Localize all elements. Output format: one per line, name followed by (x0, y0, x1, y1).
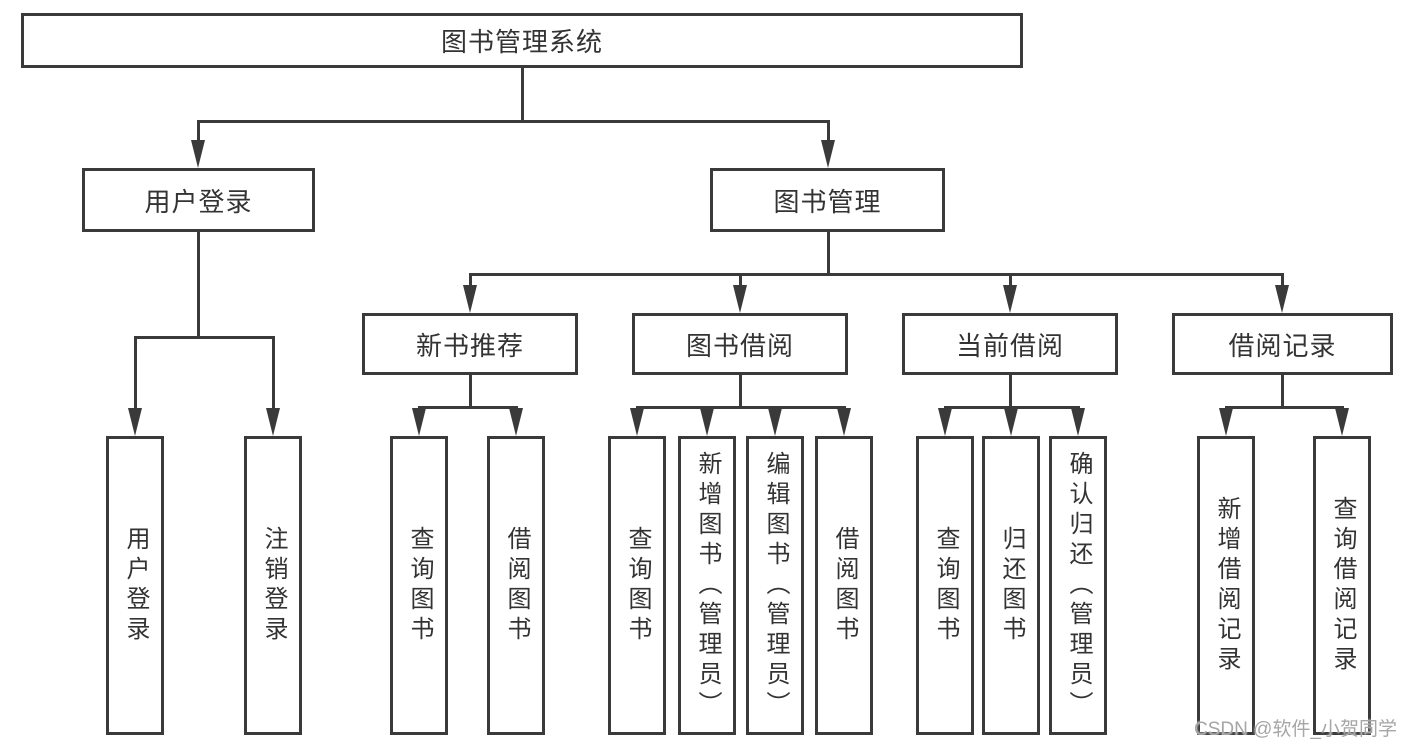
connector-line (1008, 375, 1012, 409)
leaf-add-book-admin-label: 新增图书（管理员） (694, 450, 721, 721)
leaf-query-borrow-record-label: 查询借阅记录 (1329, 495, 1356, 676)
connector-line (196, 120, 200, 144)
node-book-management: 图书管理 (710, 168, 945, 232)
connector-line (133, 336, 275, 339)
leaf-user-login: 用户登录 (106, 436, 164, 735)
connector-line (1224, 406, 1344, 409)
connector-line (826, 120, 830, 144)
node-root: 图书管理系统 (21, 13, 1023, 68)
connector-line (196, 120, 830, 123)
leaf-query-books-1-label: 查询图书 (406, 525, 433, 646)
leaf-query-books-3-label: 查询图书 (932, 525, 959, 646)
arrow-down-icon (1219, 408, 1233, 436)
leaf-query-books-2: 查询图书 (608, 436, 666, 735)
arrow-down-icon (1003, 285, 1017, 313)
leaf-add-borrow-record-label: 新增借阅记录 (1213, 495, 1240, 676)
leaf-borrow-books-2: 借阅图书 (815, 436, 873, 735)
node-current-borrow: 当前借阅 (902, 313, 1118, 375)
node-book-borrow: 图书借阅 (632, 313, 848, 375)
node-new-book-recommend-label: 新书推荐 (415, 330, 524, 361)
leaf-confirm-return-admin-label: 确认归还（管理员） (1065, 450, 1092, 721)
connector-line (826, 232, 830, 276)
connector-line (520, 68, 524, 123)
arrow-down-icon (733, 285, 747, 313)
leaf-logout-login: 注销登录 (244, 436, 302, 735)
leaf-borrow-books-1: 借阅图书 (487, 436, 545, 735)
arrow-down-icon (630, 408, 644, 436)
leaf-borrow-books-1-label: 借阅图书 (503, 525, 530, 646)
connector-line (468, 273, 472, 289)
leaf-query-books-2-label: 查询图书 (624, 525, 651, 646)
connector-line (133, 336, 137, 412)
node-borrow-records: 借阅记录 (1172, 313, 1393, 375)
arrow-down-icon (191, 140, 205, 168)
leaf-return-books: 归还图书 (982, 436, 1040, 735)
node-borrow-records-label: 借阅记录 (1228, 330, 1337, 361)
leaf-add-book-admin: 新增图书（管理员） (678, 436, 736, 735)
leaf-confirm-return-admin: 确认归还（管理员） (1049, 436, 1107, 735)
leaf-borrow-books-2-label: 借阅图书 (831, 525, 858, 646)
arrow-down-icon (1275, 285, 1289, 313)
connector-line (635, 406, 846, 409)
leaf-return-books-label: 归还图书 (998, 525, 1025, 646)
node-new-book-recommend: 新书推荐 (362, 313, 578, 375)
node-user-login: 用户登录 (82, 168, 315, 232)
arrow-down-icon (1071, 408, 1085, 436)
arrow-down-icon (938, 408, 952, 436)
node-current-borrow-label: 当前借阅 (955, 330, 1064, 361)
connector-line (468, 375, 472, 409)
connector-line (738, 273, 742, 289)
connector-line (1008, 273, 1012, 289)
node-book-borrow-label: 图书借阅 (685, 330, 794, 361)
leaf-query-borrow-record: 查询借阅记录 (1313, 436, 1371, 735)
connector-line (271, 336, 275, 412)
arrow-down-icon (700, 408, 714, 436)
leaf-logout-login-label: 注销登录 (260, 525, 287, 646)
arrow-down-icon (837, 408, 851, 436)
arrow-down-icon (768, 408, 782, 436)
arrow-down-icon (509, 408, 523, 436)
leaf-query-books-3: 查询图书 (916, 436, 974, 735)
arrow-down-icon (463, 285, 477, 313)
connector-line (1280, 375, 1284, 409)
csdn-watermark: CSDN @软件_小贺同学 (1194, 719, 1397, 740)
connector-line (738, 375, 742, 409)
leaf-query-books-1: 查询图书 (390, 436, 448, 735)
leaf-add-borrow-record: 新增借阅记录 (1197, 436, 1255, 735)
arrow-down-icon (1004, 408, 1018, 436)
node-root-label: 图书管理系统 (440, 27, 603, 57)
arrow-down-icon (821, 140, 835, 168)
arrow-down-icon (412, 408, 426, 436)
connector-line (468, 273, 1284, 276)
connector-line (417, 406, 518, 409)
node-user-login-label: 用户登录 (144, 186, 253, 217)
leaf-edit-book-admin-label: 编辑图书（管理员） (762, 450, 789, 721)
node-book-management-label: 图书管理 (773, 186, 882, 217)
connector-line (1280, 273, 1284, 289)
arrow-down-icon (128, 408, 142, 436)
leaf-user-login-label: 用户登录 (122, 525, 149, 646)
connector-line (196, 232, 200, 339)
leaf-edit-book-admin: 编辑图书（管理员） (746, 436, 804, 735)
arrow-down-icon (266, 408, 280, 436)
arrow-down-icon (1335, 408, 1349, 436)
